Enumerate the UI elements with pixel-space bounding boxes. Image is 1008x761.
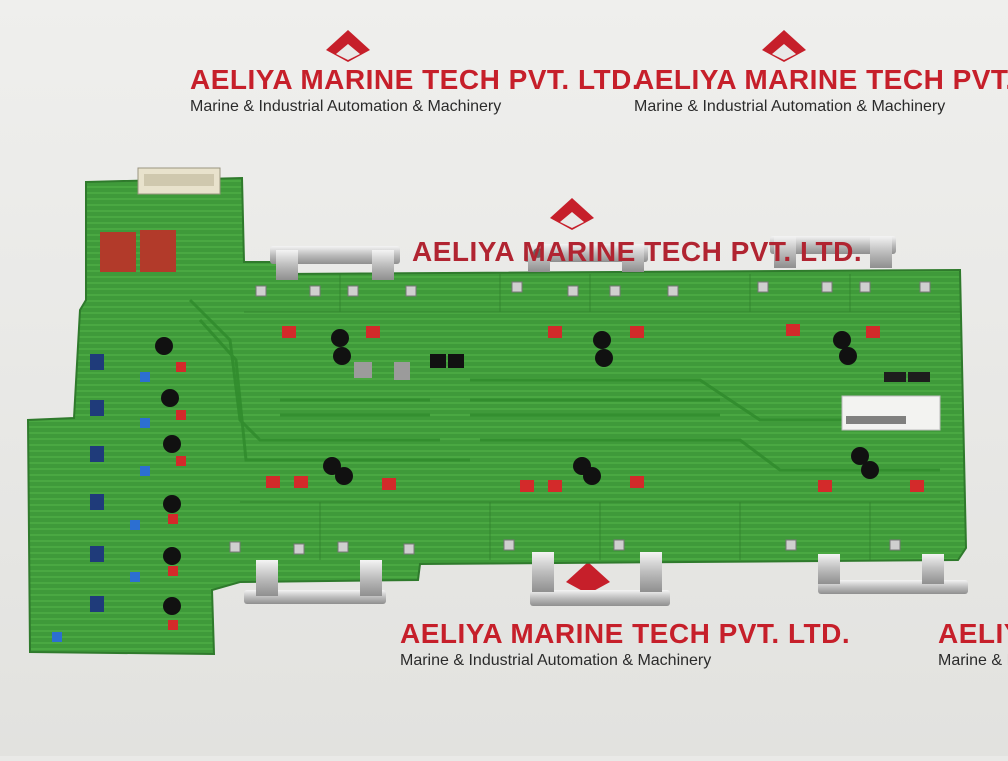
watermark-company: AELIYA MARINE TECH PVT. LTD.: [634, 64, 1008, 95]
watermark-top-center: AELIYA MARINE TECH PVT. LTD. Marine & In…: [190, 64, 640, 116]
busbar-top-3: [770, 236, 896, 268]
busbar-top-2: [524, 244, 648, 272]
watermark-company: AELIYA MARINE TECH PVT. LTD.: [400, 618, 851, 649]
pcb-board: [26, 176, 968, 656]
logo-mark-top-left: [326, 30, 370, 62]
terminal-pads: [229, 281, 931, 555]
watermark-company: AELIYA MARINE TECH PVT. LTD.: [938, 618, 1008, 649]
watermark-company: AELIYA MARINE TECH PVT. LTD.: [412, 236, 863, 267]
watermark-company: AELIYA MARINE TECH PVT. LTD.: [190, 64, 641, 95]
driver-block-upper: [282, 324, 880, 380]
watermark-tagline: Marine & Industrial Automation & Machine…: [190, 98, 502, 115]
watermark-bottom-center: AELIYA MARINE TECH PVT. LTD. Marine & In…: [400, 618, 850, 670]
watermark-tagline: Marine & Industrial Automation & Machine…: [400, 652, 712, 669]
driver-block-lower: [266, 447, 924, 492]
watermark-middle: AELIYA MARINE TECH PVT. LTD.: [412, 236, 862, 268]
busbar-bottom-3: [818, 554, 968, 594]
part-label: [841, 372, 941, 431]
watermark-tagline: Marine & Industrial Automation & Machine…: [634, 98, 946, 115]
watermark-tagline: Marine & Industrial Automation & Machine…: [938, 652, 1008, 669]
ribbon-connector: [137, 167, 221, 195]
watermark-bottom-right: AELIYA MARINE TECH PVT. LTD. Marine & In…: [938, 618, 1008, 670]
relay-1: [100, 232, 136, 272]
busbar-top-1: [270, 246, 400, 280]
watermark-top-right: AELIYA MARINE TECH PVT. LTD. Marine & In…: [634, 64, 1008, 116]
gate-driver-column: [52, 337, 186, 642]
logo-mark-center: [550, 198, 594, 230]
relay-2: [140, 230, 176, 272]
logo-mark-top-right: [762, 30, 806, 62]
busbar-bottom-1: [244, 560, 386, 604]
logo-mark-bottom: [566, 562, 610, 594]
busbar-bottom-2: [530, 552, 670, 606]
